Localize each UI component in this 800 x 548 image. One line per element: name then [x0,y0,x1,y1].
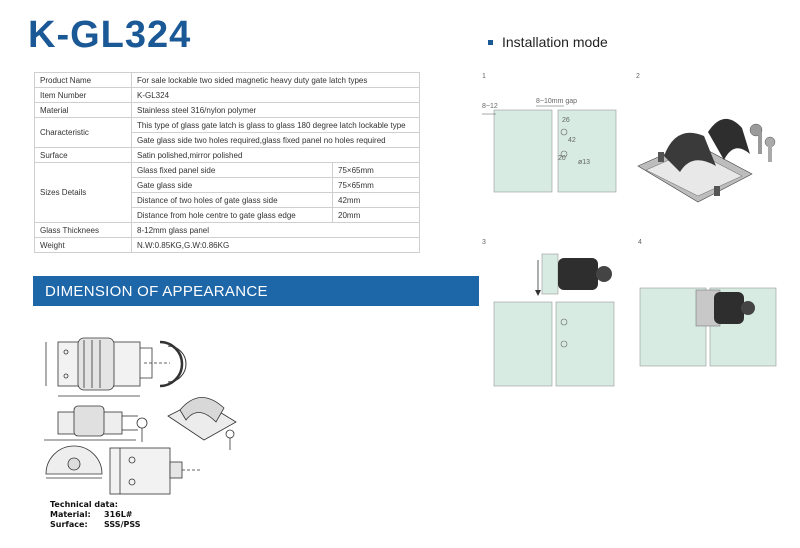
technical-data: Technical data: Material: 316L# Surface:… [50,500,141,530]
table-row: Weight N.W:0.85KG,G.W:0.86KG [34,237,420,253]
table-row: Distance of two holes of gate glass side… [35,192,420,208]
tech-heading: Technical data: [50,500,118,509]
table-row: Product Name For sale lockable two sided… [34,72,420,88]
tech-material-row: Material: 316L# [50,510,141,520]
step-number: 1 [482,73,486,80]
spec-value: Satin polished,mirror polished [131,147,420,163]
table-row: Material Stainless steel 316/nylon polym… [34,102,420,118]
spec-label: Glass Thicknees [34,222,132,238]
installation-step-2: 2 [636,73,776,203]
dimension-banner: DIMENSION OF APPEARANCE [33,276,479,306]
spec-label: Item Number [34,87,132,103]
tech-surface-label: Surface: [50,520,88,529]
step-number: 3 [482,239,486,246]
installation-heading: Installation mode [488,34,608,50]
spec-label: Product Name [34,72,132,88]
table-row: Gate glass side 75×65mm [35,177,420,193]
size-value: 20mm [332,207,420,223]
table-row: Sizes Details Glass fixed panel side 75×… [34,162,420,223]
table-row: Glass Thicknees 8-12mm glass panel [34,222,420,238]
size-name: Glass fixed panel side [131,162,333,178]
step-number: 2 [636,73,640,80]
spec-label: Weight [34,237,132,253]
size-name: Gate glass side [131,177,333,193]
installation-step-4: 4 [638,239,777,367]
table-row: Item Number K-GL324 [34,87,420,103]
tech-material-label: Material: [50,510,91,519]
installation-step-1: 1 8~10mm gap 8~12 26 42 20 ø13 [482,73,617,193]
table-row: Characteristic This type of glass gate l… [34,117,420,148]
technical-drawings [44,337,237,495]
size-value: 75×65mm [332,162,420,178]
spec-value: Stainless steel 316/nylon polymer [131,102,420,118]
dim-b: 42 [568,137,576,144]
installation-heading-text: Installation mode [502,34,608,50]
spec-value: For sale lockable two sided magnetic hea… [131,72,420,88]
spec-value: This type of glass gate latch is glass t… [131,117,420,133]
size-value: 42mm [332,192,420,208]
size-value: 75×65mm [332,177,420,193]
spec-value: Gate glass side two holes required,glass… [131,132,420,148]
dim-c: 20 [558,155,566,162]
tech-surface-value: SSS/PSS [104,520,141,529]
bullet-icon [488,39,493,45]
hole-label: ø13 [578,159,590,166]
gap-label: 8~10mm gap [536,98,577,105]
spec-value: K-GL324 [131,87,420,103]
spec-label: Characteristic [34,117,132,148]
product-title: K-GL324 [28,14,192,56]
spec-value: 8-12mm glass panel [131,222,420,238]
step-number: 4 [638,239,642,246]
size-name: Distance from hole centre to gate glass … [131,207,333,223]
spec-value: N.W:0.85KG,G.W:0.86KG [131,237,420,253]
installation-step-3: 3 [482,239,615,387]
dim-a: 26 [562,117,570,124]
spec-label: Surface [34,147,132,163]
spec-label: Sizes Details [34,162,132,223]
spec-table: Product Name For sale lockable two sided… [34,72,420,253]
tech-surface-row: Surface: SSS/PSS [50,520,141,530]
edge-label: 8~12 [482,103,498,110]
size-name: Distance of two holes of gate glass side [131,192,333,208]
table-row: Surface Satin polished,mirror polished [34,147,420,163]
tech-material-value: 316L# [104,510,133,519]
spec-label: Material [34,102,132,118]
